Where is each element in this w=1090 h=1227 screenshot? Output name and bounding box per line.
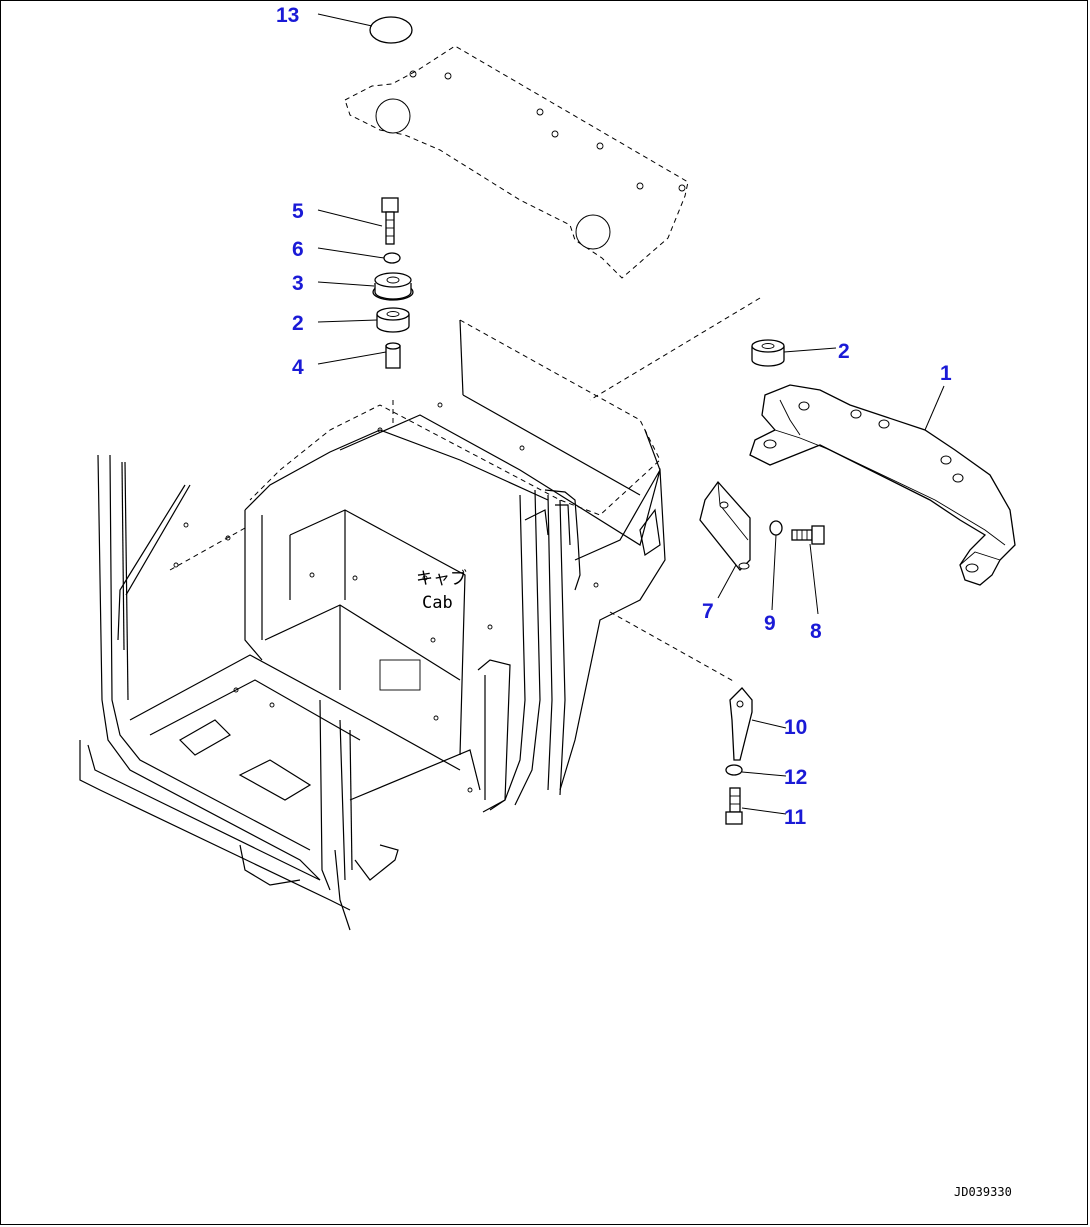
cab-label-en: Cab	[422, 593, 453, 613]
callout-4: 4	[292, 356, 304, 379]
cab-label-jp: キャブ	[416, 568, 467, 589]
plug-13	[369, 16, 413, 44]
callout-2-right: 2	[838, 340, 850, 363]
bolt-5	[381, 197, 399, 245]
callout-1: 1	[940, 362, 952, 385]
cab-structure	[79, 297, 761, 931]
callout-9: 9	[764, 612, 776, 635]
cushion-2-upper	[376, 307, 410, 333]
callouts: 13 5 6 3 2 4 2 1 7 9 8 10 12 11	[276, 4, 952, 829]
collar-4	[385, 342, 401, 369]
callout-8: 8	[810, 620, 822, 643]
bolt-11	[725, 787, 743, 825]
floor-plate	[344, 45, 689, 279]
bracket-1	[749, 384, 1016, 586]
washer-6	[383, 252, 401, 264]
callout-3: 3	[292, 272, 304, 295]
washer-12	[725, 764, 743, 776]
bracket-7	[699, 480, 751, 571]
cushion-2-right	[751, 339, 785, 367]
callout-10: 10	[784, 716, 807, 739]
bracket-10	[729, 687, 753, 761]
callout-11: 11	[784, 806, 807, 829]
callout-5: 5	[292, 200, 304, 223]
callout-13: 13	[276, 4, 299, 27]
callout-2-upper: 2	[292, 312, 304, 335]
callout-6: 6	[292, 238, 304, 261]
leader-lines	[317, 13, 945, 815]
callout-7: 7	[702, 600, 714, 623]
mount-3	[372, 272, 414, 301]
washer-9	[769, 520, 783, 536]
bolt-8	[791, 525, 825, 545]
callout-12: 12	[784, 766, 807, 789]
document-code: JD039330	[954, 1185, 1012, 1199]
